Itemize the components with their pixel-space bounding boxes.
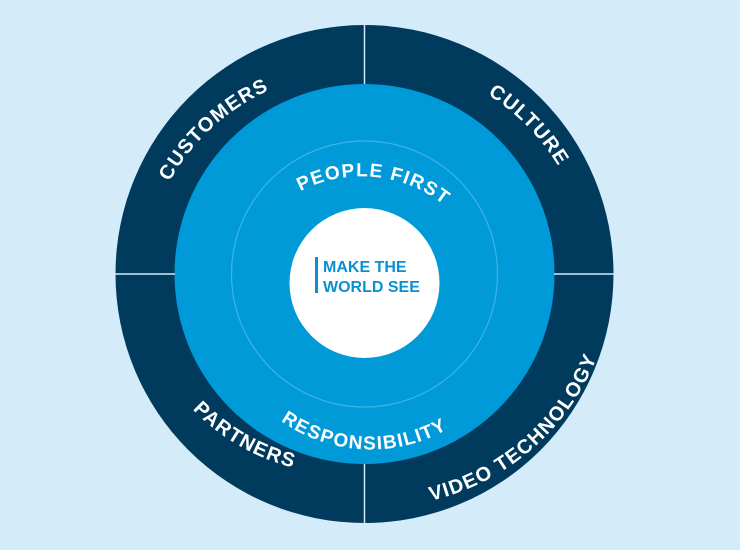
center-text-line-2: WORLD SEE [323, 279, 420, 296]
inner-ring-outline [230, 140, 499, 408]
center-accent-bar [315, 257, 318, 293]
center-circle [289, 208, 440, 358]
center-text-line-1: MAKE THE [323, 259, 407, 276]
